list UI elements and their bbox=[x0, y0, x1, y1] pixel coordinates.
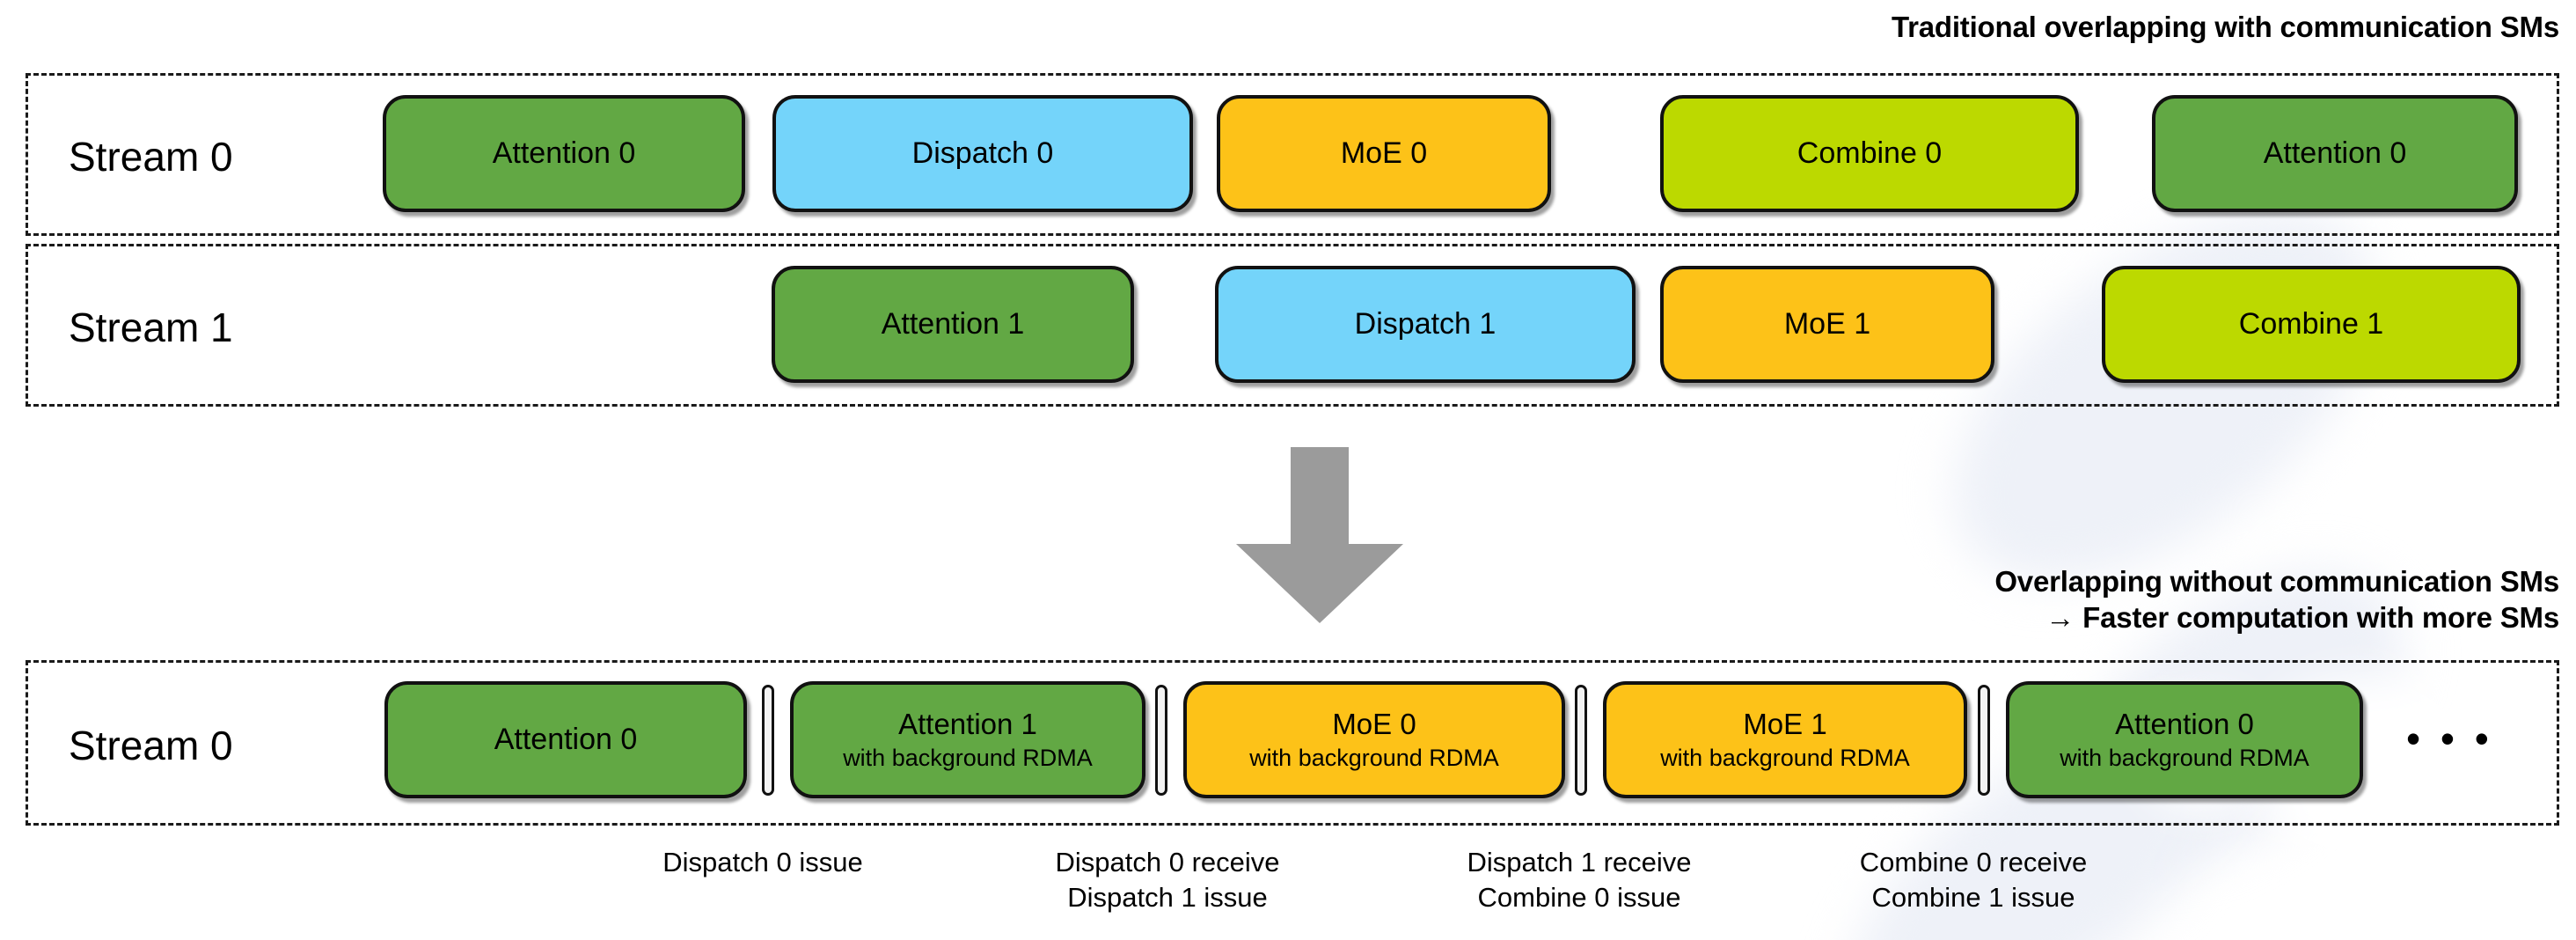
task-label: MoE 1 bbox=[1743, 708, 1827, 740]
stream-separator bbox=[1155, 685, 1167, 796]
task-block-opt-moe-0[interactable]: MoE 0 with background RDMA bbox=[1183, 681, 1565, 798]
continuation-ellipsis: • • • bbox=[2406, 716, 2493, 761]
task-label: Attention 0 bbox=[2263, 136, 2407, 170]
task-label: Dispatch 0 bbox=[911, 136, 1054, 170]
stream-separator bbox=[1978, 685, 1990, 796]
task-label: MoE 1 bbox=[1783, 306, 1871, 341]
task-label: Attention 1 bbox=[898, 708, 1037, 740]
task-sublabel: with background RDMA bbox=[2060, 744, 2309, 771]
task-sublabel: with background RDMA bbox=[1249, 744, 1499, 771]
task-label: Attention 1 bbox=[881, 306, 1025, 341]
annotation-combine-0-receive: Combine 0 receive Combine 1 issue bbox=[1859, 847, 2088, 913]
task-label: Combine 1 bbox=[2238, 306, 2384, 341]
stream-separator bbox=[1575, 685, 1587, 796]
section-title-traditional: Traditional overlapping with communicati… bbox=[1891, 11, 2559, 43]
task-label: Combine 0 bbox=[1797, 136, 1943, 170]
stream-label-2: Stream 0 bbox=[69, 723, 233, 768]
task-label: Dispatch 1 bbox=[1354, 306, 1497, 341]
task-block-opt-attention-0[interactable]: Attention 0 bbox=[384, 681, 747, 798]
annotation-dispatch-0-issue: Dispatch 0 issue bbox=[662, 847, 863, 878]
section-title-optimized: Overlapping without communication SMs → … bbox=[1994, 565, 2559, 635]
stream-container-2 bbox=[26, 660, 2559, 826]
task-label: MoE 0 bbox=[1332, 708, 1416, 740]
task-label: Attention 0 bbox=[2115, 708, 2254, 740]
task-block-moe-1[interactable]: MoE 1 bbox=[1660, 266, 1994, 383]
task-block-attention-0-second[interactable]: Attention 0 bbox=[2152, 95, 2518, 212]
task-block-attention-0[interactable]: Attention 0 bbox=[383, 95, 745, 212]
task-label: Attention 0 bbox=[494, 722, 638, 756]
task-label: Attention 0 bbox=[492, 136, 636, 170]
task-block-moe-0[interactable]: MoE 0 bbox=[1217, 95, 1551, 212]
task-block-attention-1[interactable]: Attention 1 bbox=[772, 266, 1134, 383]
task-block-dispatch-0[interactable]: Dispatch 0 bbox=[772, 95, 1193, 212]
stream-separator bbox=[762, 685, 774, 796]
task-block-opt-attention-1[interactable]: Attention 1 with background RDMA bbox=[790, 681, 1145, 798]
task-label: MoE 0 bbox=[1340, 136, 1428, 170]
task-sublabel: with background RDMA bbox=[843, 744, 1093, 771]
annotation-dispatch-1-receive: Dispatch 1 receive Combine 0 issue bbox=[1467, 847, 1692, 913]
task-block-opt-attention-0-next[interactable]: Attention 0 with background RDMA bbox=[2006, 681, 2363, 798]
stream-label-1: Stream 1 bbox=[69, 305, 233, 350]
task-block-dispatch-1[interactable]: Dispatch 1 bbox=[1215, 266, 1636, 383]
stream-label-0: Stream 0 bbox=[69, 134, 233, 180]
task-sublabel: with background RDMA bbox=[1660, 744, 1910, 771]
task-block-combine-1[interactable]: Combine 1 bbox=[2102, 266, 2521, 383]
stream-container-1 bbox=[26, 244, 2559, 407]
down-arrow-icon bbox=[1236, 447, 1403, 623]
task-block-combine-0[interactable]: Combine 0 bbox=[1660, 95, 2079, 212]
stream-container-0 bbox=[26, 73, 2559, 236]
annotation-dispatch-0-receive: Dispatch 0 receive Dispatch 1 issue bbox=[1055, 847, 1280, 913]
task-block-opt-moe-1[interactable]: MoE 1 with background RDMA bbox=[1603, 681, 1967, 798]
